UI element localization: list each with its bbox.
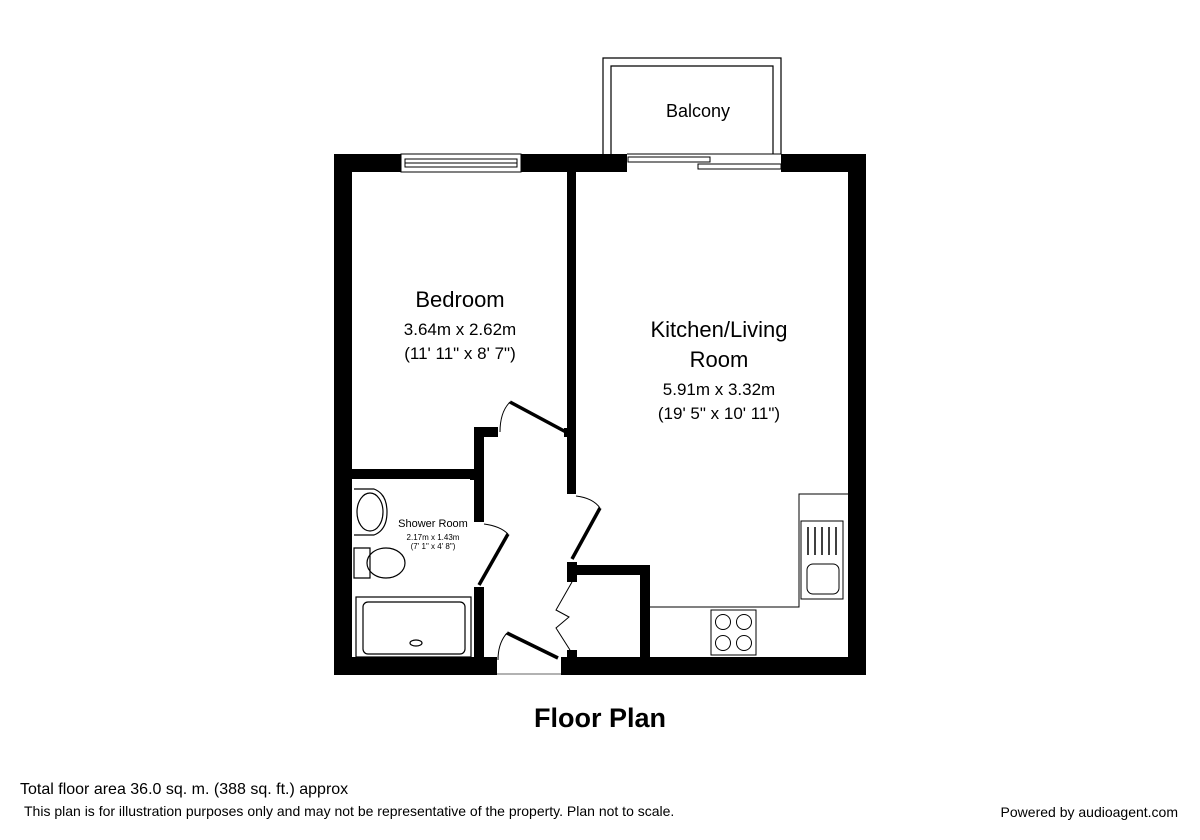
svg-text:(7' 1" x 4' 8"): (7' 1" x 4' 8") [411, 542, 456, 551]
svg-text:(19' 5" x 10' 11"): (19' 5" x 10' 11") [658, 404, 780, 423]
kitchen-living-room-label: Kitchen/Living Room 5.91m x 3.32m (19' 5… [651, 317, 788, 423]
bedroom-label: Bedroom 3.64m x 2.62m (11' 11" x 8' 7") [404, 287, 516, 363]
shower-tray-icon [355, 596, 472, 658]
sink-icon [800, 520, 844, 600]
disclaimer: This plan is for illustration purposes o… [24, 803, 675, 819]
svg-text:Kitchen/Living: Kitchen/Living [651, 317, 788, 342]
plan-title: Floor Plan [533, 703, 666, 733]
balcony-label: Balcony [666, 101, 730, 121]
interior-walls [352, 172, 650, 660]
balcony [602, 57, 782, 154]
outer-walls [334, 154, 866, 675]
balcony-sliding-door [627, 153, 782, 170]
basin-icon [354, 488, 388, 536]
doors [477, 400, 602, 675]
shower-room-fixtures [353, 488, 472, 658]
svg-text:Bedroom: Bedroom [415, 287, 504, 312]
svg-text:5.91m x 3.32m: 5.91m x 3.32m [663, 380, 775, 399]
toilet-icon [353, 547, 371, 579]
svg-text:2.17m x 1.43m: 2.17m x 1.43m [407, 533, 460, 542]
hob-icon [710, 609, 757, 656]
bedroom-window [400, 153, 522, 173]
svg-text:Shower Room: Shower Room [398, 518, 468, 530]
shower-room-label: Shower Room 2.17m x 1.43m (7' 1" x 4' 8"… [398, 518, 468, 551]
powered-by-credit: Powered by audioagent.com [1000, 804, 1178, 820]
svg-text:Room: Room [690, 347, 749, 372]
svg-text:(11' 11" x 8' 7"): (11' 11" x 8' 7") [404, 344, 515, 363]
total-floor-area: Total floor area 36.0 sq. m. (388 sq. ft… [20, 781, 349, 798]
kitchen-fixtures [650, 493, 848, 656]
svg-text:3.64m x 2.62m: 3.64m x 2.62m [404, 320, 516, 339]
